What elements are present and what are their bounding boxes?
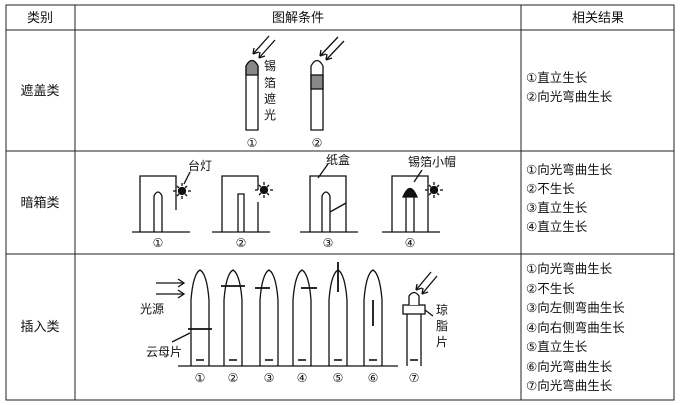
- box-label: 纸盒: [326, 152, 350, 167]
- light-arrows-2: [319, 36, 345, 61]
- result-item: ⑤直立生长: [526, 339, 588, 354]
- dark-box-results: ①向光弯曲生长 ②不生长 ③直立生长 ④直立生长: [526, 160, 612, 236]
- table-grid: [5, 4, 675, 401]
- cap-label: 锡箔小帽: [408, 154, 456, 169]
- category-cover: 遮盖类: [20, 83, 59, 99]
- seedling-2-foil-band: [310, 59, 324, 131]
- box-num-3: ③: [323, 236, 334, 250]
- insert-diagrams: [156, 262, 438, 367]
- dark-box-diagrams: [132, 163, 443, 233]
- svg-text:片: 片: [436, 335, 448, 349]
- insert-num-4: ④: [297, 371, 308, 385]
- light-source-label: 光源: [140, 302, 164, 316]
- insert-seedling-3: [259, 269, 279, 366]
- result-item: ⑥向光弯曲生长: [526, 358, 613, 374]
- insert-results: ①向光弯曲生长 ②不生长 ③向左侧弯曲生长 ④向右侧弯曲生长 ⑤直立生长 ⑥向光…: [526, 259, 625, 396]
- seedling-box-4: [405, 195, 415, 232]
- result-item: ①直立生长: [526, 70, 588, 85]
- result-item: ④直立生长: [526, 219, 588, 234]
- mica-label: 云母片: [146, 345, 182, 359]
- box-1: [139, 175, 177, 232]
- insert-num-7: ⑦: [409, 371, 420, 385]
- result-item: ⑦向光弯曲生长: [526, 378, 613, 393]
- result-item: ③向左侧弯曲生长: [526, 300, 625, 315]
- result-item: ④向右侧弯曲生长: [526, 319, 625, 335]
- cover-results: ①直立生长 ②向光弯曲生长: [526, 68, 612, 106]
- result-item: ②向光弯曲生长: [526, 89, 613, 104]
- svg-text:琼: 琼: [436, 302, 448, 317]
- insert-num-3: ③: [264, 371, 275, 385]
- insert-num-6: ⑥: [368, 371, 379, 385]
- box-num-2: ②: [236, 236, 247, 250]
- cover-diagrams: [245, 35, 345, 131]
- box-num-1: ①: [153, 236, 164, 250]
- seedling-1-foil-tip: [245, 59, 259, 131]
- svg-text:脂: 脂: [436, 318, 448, 333]
- box-num-4: ④: [405, 236, 416, 250]
- insert-num-2: ②: [228, 371, 239, 385]
- foil-label: 锡 箔 遮 光: [264, 58, 276, 122]
- light-arrows-1: [252, 35, 276, 59]
- result-item: ①向光弯曲生长: [526, 162, 613, 177]
- agar-block: [402, 304, 426, 315]
- header-diagram: 图解条件: [272, 10, 324, 26]
- stump-box-2: [237, 193, 245, 232]
- insert-seedling-1: [190, 269, 210, 366]
- svg-text:遮: 遮: [264, 91, 276, 106]
- insert-num-1: ①: [195, 371, 206, 385]
- insert-num-5: ⑤: [333, 371, 344, 385]
- svg-text:光: 光: [264, 108, 276, 122]
- light-source-arrows: [156, 278, 186, 299]
- result-item: ③直立生长: [526, 200, 588, 215]
- category-insert: 插入类: [20, 320, 59, 335]
- seedling-box-3: [321, 191, 331, 232]
- result-item: ①向光弯曲生长: [526, 261, 613, 276]
- cover-num-2: ②: [312, 136, 323, 150]
- lamp-4: [425, 182, 443, 198]
- svg-text:锡: 锡: [264, 58, 276, 73]
- box-2: [221, 175, 259, 232]
- insert-seedling-2: [223, 269, 243, 366]
- svg-text:箔: 箔: [264, 75, 276, 90]
- lamp-2: [255, 182, 273, 198]
- insert-seedling-7: [406, 311, 422, 366]
- lamp-label: 台灯: [188, 158, 212, 173]
- lamp-1: [173, 171, 191, 199]
- agar-label: 琼 脂 片: [436, 302, 448, 349]
- box-pointer: [317, 163, 329, 179]
- result-item: ②不生长: [526, 181, 575, 196]
- box-4: [391, 175, 429, 232]
- header-category: 类别: [27, 11, 53, 26]
- category-dark-box: 暗箱类: [20, 195, 59, 211]
- insert-seedling-6: [363, 269, 383, 366]
- box-3: [309, 175, 347, 232]
- result-item: ②不生长: [526, 280, 575, 296]
- mica-pointer: [171, 332, 191, 343]
- seedling-box-1: [153, 191, 163, 232]
- header-result: 相关结果: [572, 11, 624, 26]
- foil-cap: [402, 187, 418, 198]
- insert-seedling-4: [292, 269, 312, 366]
- cover-num-1: ①: [247, 136, 258, 150]
